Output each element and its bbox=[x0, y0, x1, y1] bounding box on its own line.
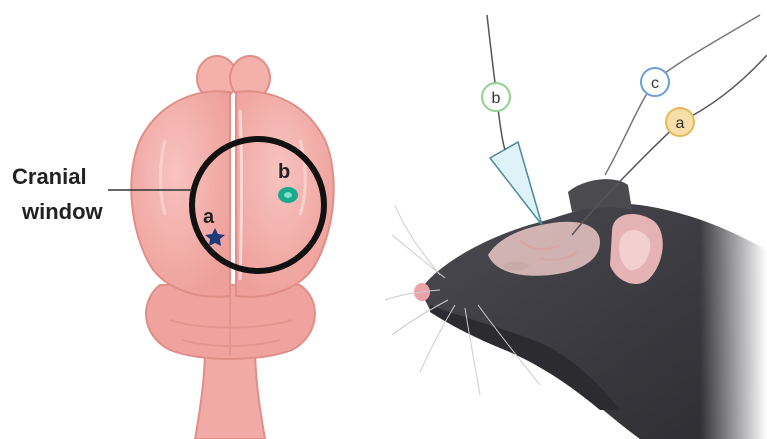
marker-a-label: a bbox=[203, 206, 215, 228]
electrode-a-label: a bbox=[676, 115, 685, 132]
electrode-c-label: c bbox=[651, 75, 659, 92]
cranial-window-label-line1: Cranial bbox=[12, 164, 87, 189]
marker-b-dot-center bbox=[284, 192, 292, 198]
mouse-illustration bbox=[385, 179, 767, 439]
mouse-fade bbox=[700, 200, 767, 439]
electrode-b-label: b bbox=[492, 90, 501, 107]
brain-illustration bbox=[131, 56, 333, 439]
electrode-c-wire bbox=[605, 15, 760, 175]
left-hemisphere bbox=[131, 91, 230, 297]
implant-headcap bbox=[568, 179, 632, 212]
midline-highlight bbox=[240, 110, 242, 280]
marker-b-label: b bbox=[278, 161, 290, 183]
probe-pipette bbox=[490, 142, 542, 225]
cranial-window-label-line2: window bbox=[21, 199, 104, 224]
